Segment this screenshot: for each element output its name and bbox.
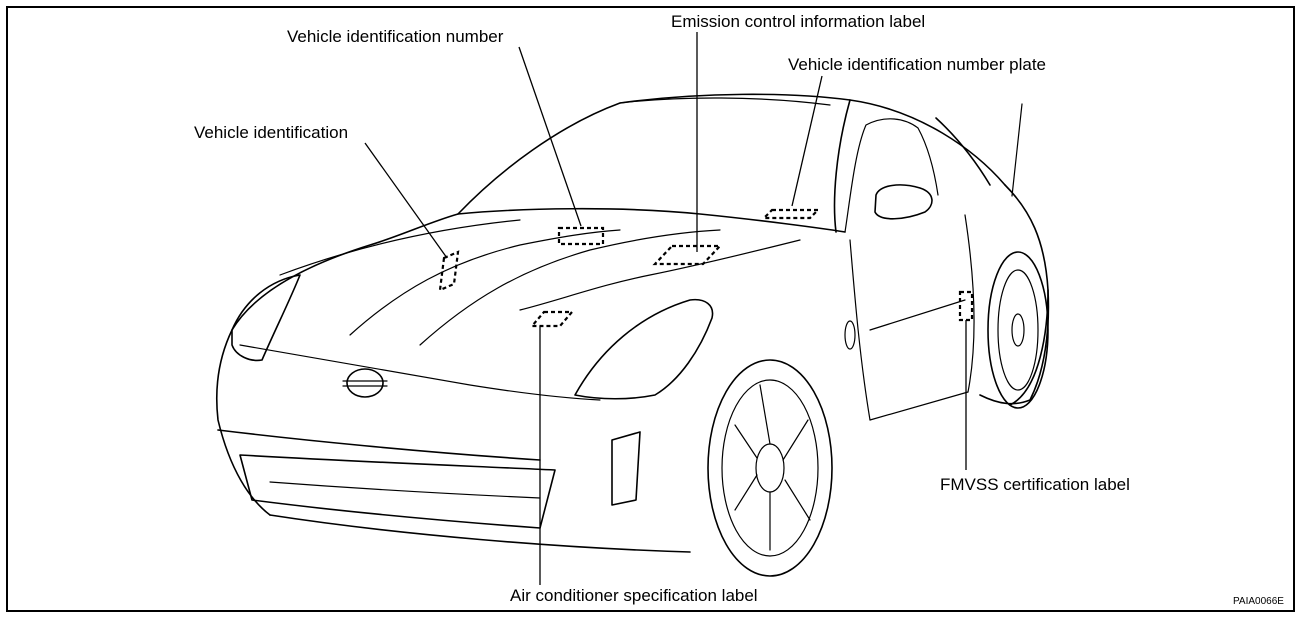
leader-lines <box>364 32 967 585</box>
nissan-badge <box>342 368 388 398</box>
front-wheel <box>707 359 833 577</box>
vin-plate-callout: Vehicle identification number plate <box>788 55 1046 74</box>
hood-lines <box>239 219 801 401</box>
ac-spec-label-marker <box>529 310 575 328</box>
figure-frame <box>6 6 1295 612</box>
antenna <box>1011 103 1023 197</box>
car-body-outline <box>215 93 1050 553</box>
leader-vin-stamp <box>518 46 582 227</box>
fog-light <box>611 431 641 506</box>
vin-stamp-marker <box>557 226 605 246</box>
figure-code: PAIA0066E <box>1233 596 1284 607</box>
windshield <box>619 97 939 233</box>
leader-vehicle-identification <box>364 142 448 259</box>
fmvss-label-callout: FMVSS certification label <box>940 475 1130 494</box>
side-mirror <box>874 184 933 220</box>
leader-vin-plate <box>791 75 823 207</box>
emission-label-callout: Emission control information label <box>671 12 926 31</box>
rear-wheel <box>987 251 1049 409</box>
door <box>844 214 975 421</box>
headlight-left <box>231 274 301 362</box>
vin-stamp-callout: Vehicle identification number <box>287 27 504 46</box>
vin-plate-marker <box>761 208 821 220</box>
vehicle-identification-callout: Vehicle identification <box>194 123 349 142</box>
vehicle-identification-marker <box>438 250 460 292</box>
emission-label-marker <box>652 244 723 266</box>
ac-spec-label-callout: Air conditioner specification label <box>510 586 758 605</box>
fmvss-label-marker <box>958 290 974 322</box>
headlight-right <box>574 298 714 400</box>
